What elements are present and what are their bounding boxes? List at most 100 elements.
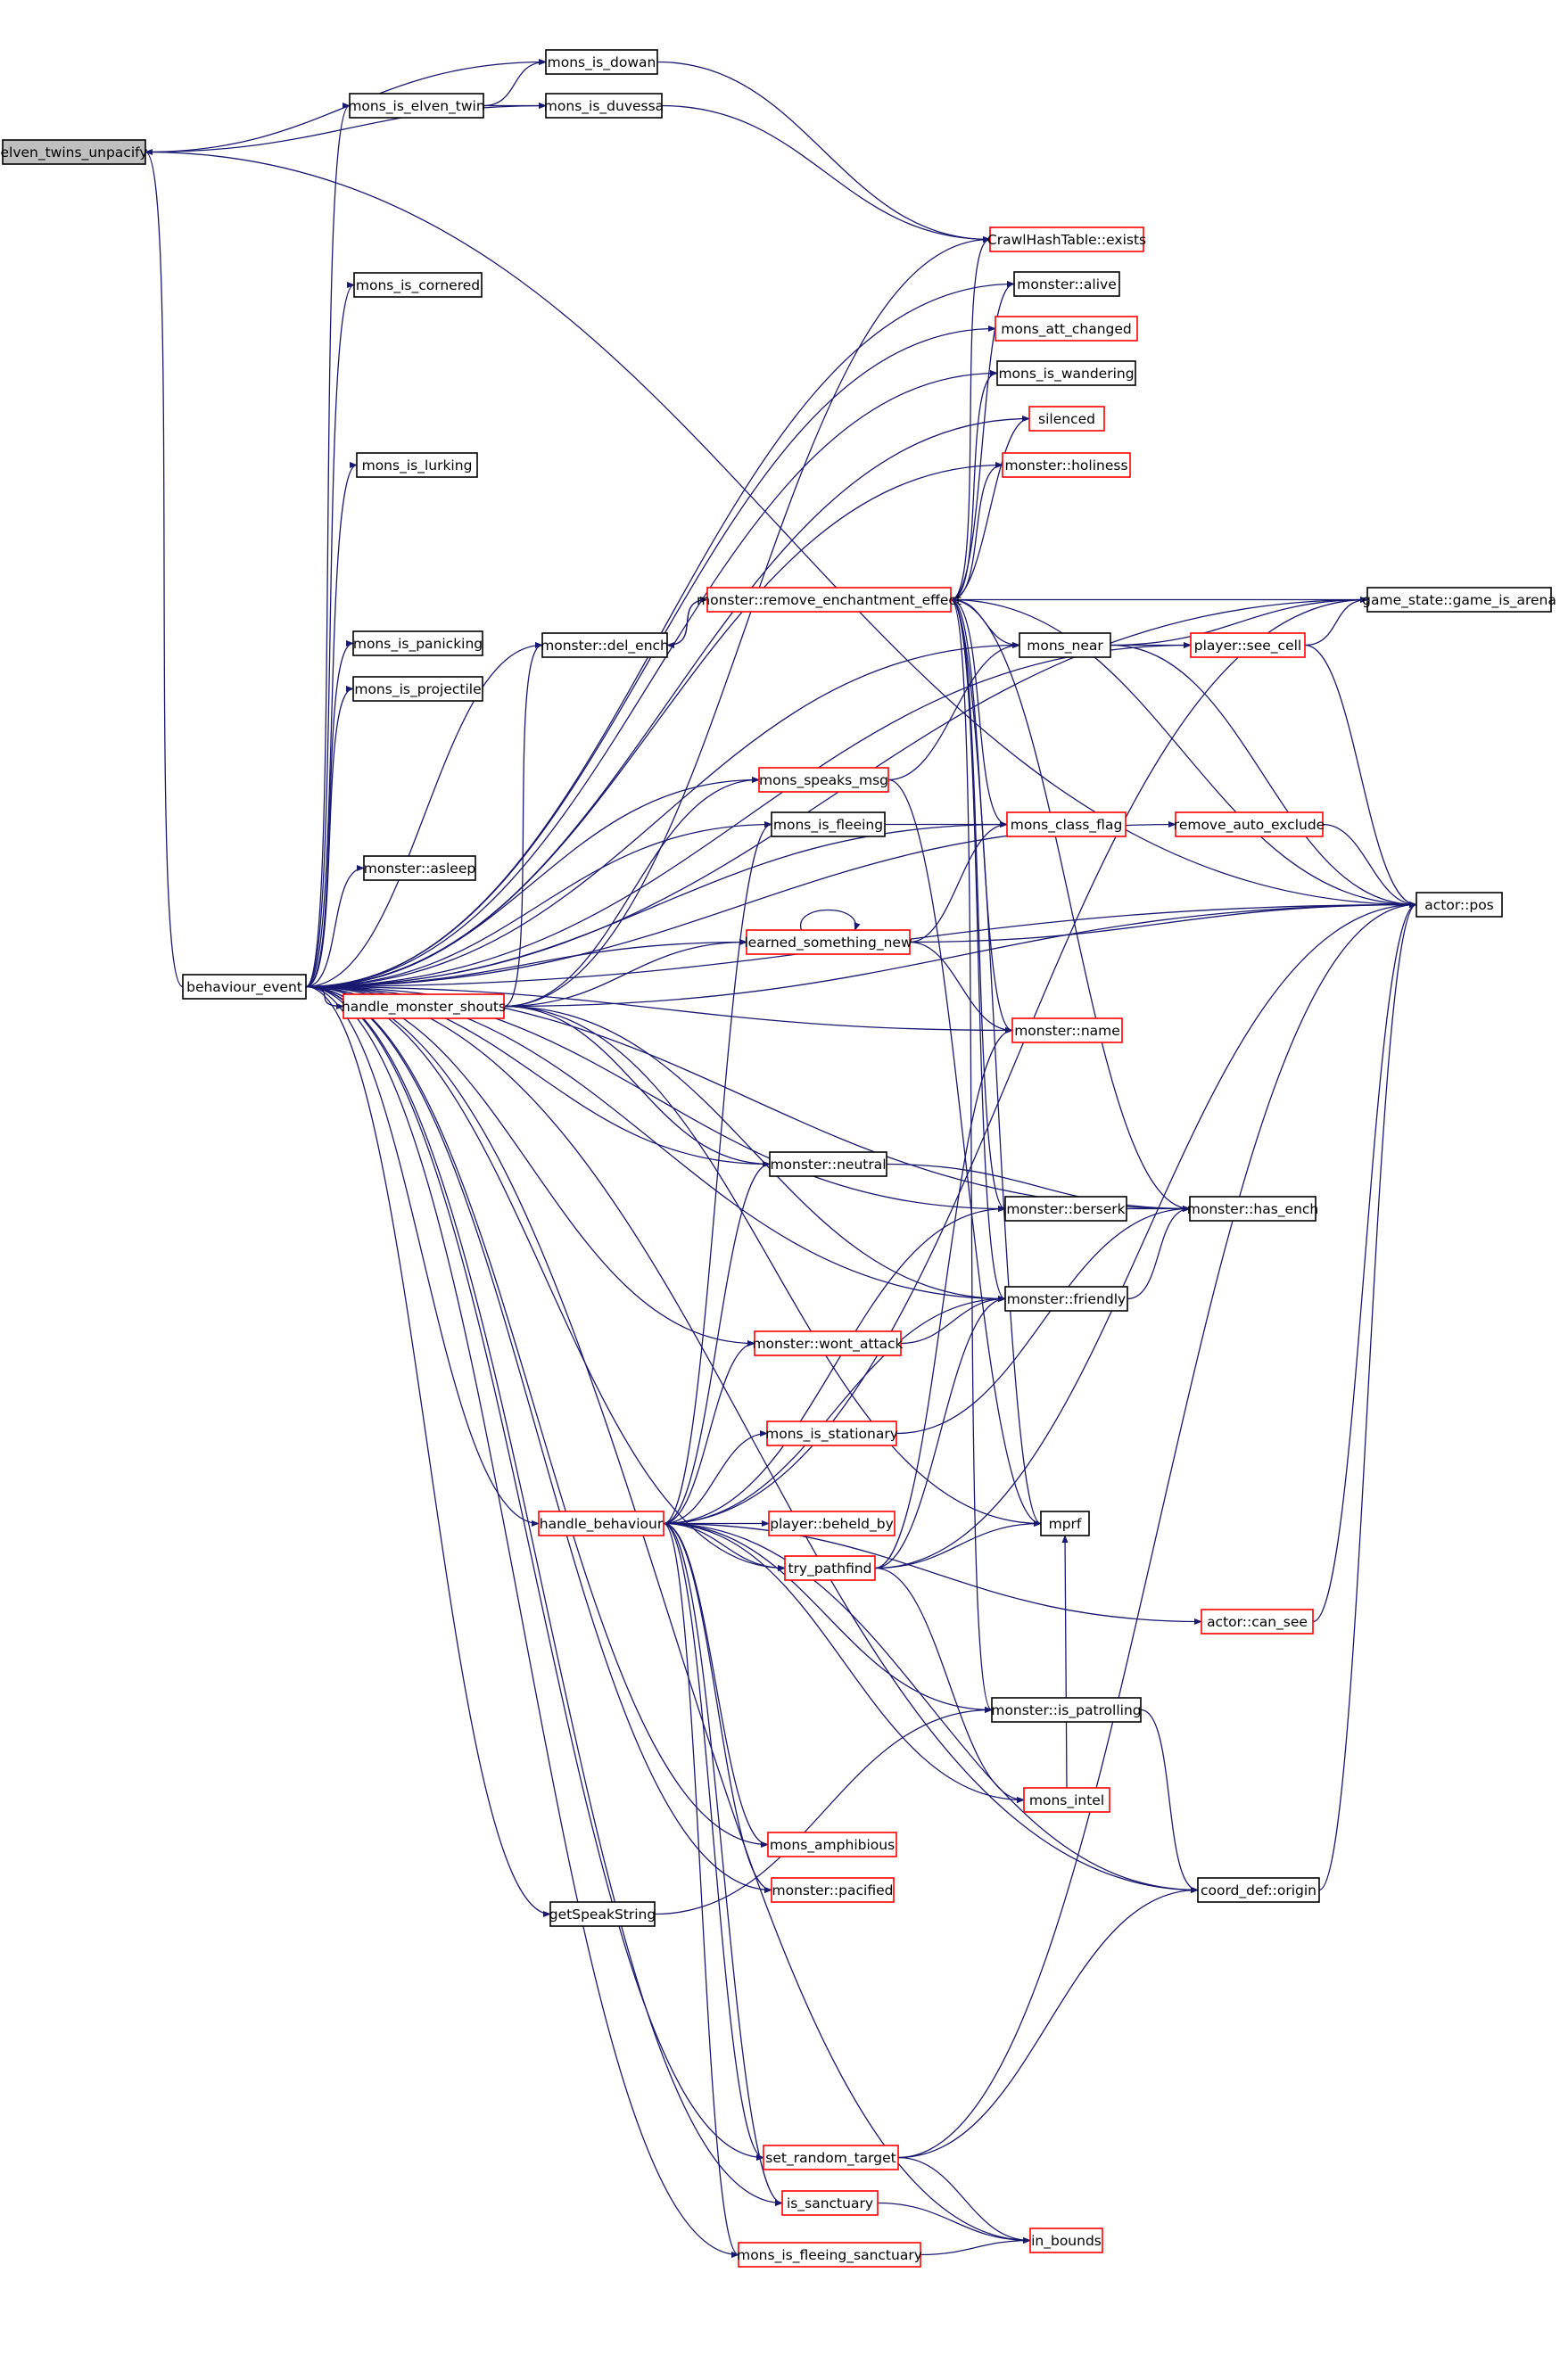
node-mprf[interactable]: mprf: [1040, 1511, 1090, 1536]
node-monster_remove_enchantment_effect[interactable]: monster::remove_enchantment_effect: [697, 587, 962, 613]
node-mons_is_fleeing[interactable]: mons_is_fleeing: [771, 811, 886, 837]
node-learned_something_new[interactable]: learned_something_new: [744, 929, 912, 955]
node-box[interactable]: [538, 1511, 664, 1536]
node-mons_is_stationary[interactable]: mons_is_stationary: [765, 1421, 898, 1446]
node-box[interactable]: [995, 316, 1138, 342]
node-monster_del_ench[interactable]: monster::del_ench: [541, 632, 669, 658]
node-mons_is_panicking[interactable]: mons_is_panicking: [352, 630, 483, 656]
node-try_pathfind[interactable]: try_pathfind: [784, 1555, 876, 1581]
node-mons_class_flag[interactable]: mons_class_flag: [1006, 811, 1127, 837]
node-box[interactable]: [1023, 1787, 1110, 1813]
node-box[interactable]: [545, 93, 663, 119]
node-box[interactable]: [1002, 452, 1131, 478]
node-box[interactable]: [352, 676, 483, 702]
node-box[interactable]: [1004, 1196, 1127, 1222]
node-set_random_target[interactable]: set_random_target: [763, 2145, 899, 2170]
node-mons_speaks_msg[interactable]: mons_speaks_msg: [758, 767, 889, 793]
node-box[interactable]: [2, 139, 146, 165]
node-box[interactable]: [1416, 892, 1503, 918]
node-box[interactable]: [1006, 811, 1127, 837]
node-mons_is_fleeing_sanctuary[interactable]: mons_is_fleeing_sanctuary: [737, 2242, 922, 2268]
node-box[interactable]: [754, 1330, 902, 1356]
node-handle_monster_shouts[interactable]: handle_monster_shouts: [342, 993, 506, 1019]
node-monster_alive[interactable]: monster::alive: [1013, 271, 1120, 297]
node-is_sanctuary[interactable]: is_sanctuary: [781, 2190, 879, 2216]
node-monster_neutral[interactable]: monster::neutral: [769, 1151, 887, 1177]
node-box[interactable]: [1004, 1286, 1128, 1312]
node-box[interactable]: [767, 1832, 897, 1857]
node-handle_behaviour[interactable]: handle_behaviour: [538, 1511, 664, 1536]
node-box[interactable]: [706, 587, 952, 613]
node-box[interactable]: [353, 272, 483, 298]
node-behaviour_event[interactable]: behaviour_event: [182, 974, 307, 1000]
node-box[interactable]: [766, 1421, 897, 1446]
node-box[interactable]: [545, 49, 658, 75]
node-monster_has_ench[interactable]: monster::has_ench: [1187, 1196, 1319, 1222]
node-mons_near[interactable]: mons_near: [1019, 632, 1111, 658]
node-mons_amphibious[interactable]: mons_amphibious: [767, 1832, 897, 1857]
node-mons_is_projectile[interactable]: mons_is_projectile: [352, 676, 483, 702]
node-player_see_cell[interactable]: player::see_cell: [1190, 632, 1306, 658]
node-box[interactable]: [349, 93, 484, 119]
node-box[interactable]: [1197, 1877, 1320, 1903]
node-box[interactable]: [1175, 811, 1324, 837]
node-box[interactable]: [771, 811, 886, 837]
node-box[interactable]: [549, 1901, 656, 1927]
node-box[interactable]: [781, 2190, 879, 2216]
node-box[interactable]: [771, 1877, 895, 1903]
node-monster_is_patrolling[interactable]: monster::is_patrolling: [991, 1697, 1142, 1723]
node-mons_intel[interactable]: mons_intel: [1023, 1787, 1110, 1813]
node-box[interactable]: [356, 452, 478, 478]
node-monster_asleep[interactable]: monster::asleep: [363, 855, 476, 881]
node-box[interactable]: [769, 1151, 887, 1177]
node-monster_friendly[interactable]: monster::friendly: [1004, 1286, 1128, 1312]
node-box[interactable]: [363, 855, 476, 881]
node-box[interactable]: [1019, 632, 1111, 658]
node-box[interactable]: [1011, 1017, 1123, 1043]
node-box[interactable]: [768, 1511, 896, 1536]
node-mons_is_elven_twin[interactable]: mons_is_elven_twin: [348, 93, 485, 119]
node-box[interactable]: [1028, 406, 1105, 432]
node-in_bounds[interactable]: in_bounds: [1029, 2228, 1103, 2253]
node-box[interactable]: [343, 993, 505, 1019]
node-box[interactable]: [1189, 1196, 1317, 1222]
node-box[interactable]: [1040, 1511, 1090, 1536]
node-box[interactable]: [1201, 1609, 1314, 1635]
node-actor_pos[interactable]: actor::pos: [1416, 892, 1503, 918]
node-box[interactable]: [1190, 632, 1306, 658]
node-box[interactable]: [991, 1697, 1142, 1723]
node-getspeakstring[interactable]: getSpeakString: [549, 1901, 656, 1927]
node-box[interactable]: [996, 360, 1136, 386]
node-monster_holiness[interactable]: monster::holiness: [1002, 452, 1131, 478]
node-coord_def_origin[interactable]: coord_def::origin: [1197, 1877, 1320, 1903]
node-monster_name[interactable]: monster::name: [1011, 1017, 1123, 1043]
node-game_state_game_is_arena[interactable]: game_state::game_is_arena: [1362, 587, 1556, 613]
node-box[interactable]: [541, 632, 668, 658]
node-silenced[interactable]: silenced: [1028, 406, 1105, 432]
node-box[interactable]: [352, 630, 483, 656]
node-mons_is_dowan[interactable]: mons_is_dowan: [545, 49, 658, 75]
node-player_beheld_by[interactable]: player::beheld_by: [768, 1511, 896, 1536]
node-crawlhashtable_exists[interactable]: CrawlHashTable::exists: [987, 226, 1146, 252]
node-mons_is_wandering[interactable]: mons_is_wandering: [996, 360, 1136, 386]
node-box[interactable]: [1013, 271, 1120, 297]
node-box[interactable]: [1366, 587, 1552, 613]
node-box[interactable]: [746, 929, 911, 955]
node-box[interactable]: [182, 974, 307, 1000]
node-monster_wont_attack[interactable]: monster::wont_attack: [752, 1330, 904, 1356]
node-remove_auto_exclude[interactable]: remove_auto_exclude: [1174, 811, 1325, 837]
node-monster_berserk[interactable]: monster::berserk: [1004, 1196, 1127, 1222]
node-elven_twins_unpacify[interactable]: elven_twins_unpacify: [0, 139, 148, 165]
node-actor_can_see[interactable]: actor::can_see: [1201, 1609, 1314, 1635]
node-box[interactable]: [989, 226, 1144, 252]
node-box[interactable]: [738, 2242, 921, 2268]
node-monster_pacified[interactable]: monster::pacified: [771, 1877, 895, 1903]
node-box[interactable]: [758, 767, 889, 793]
node-box[interactable]: [1029, 2228, 1103, 2253]
node-mons_is_cornered[interactable]: mons_is_cornered: [353, 272, 483, 298]
node-mons_is_duvessa[interactable]: mons_is_duvessa: [544, 93, 664, 119]
node-mons_att_changed[interactable]: mons_att_changed: [995, 316, 1138, 342]
node-box[interactable]: [763, 2145, 899, 2170]
node-box[interactable]: [784, 1555, 876, 1581]
node-mons_is_lurking[interactable]: mons_is_lurking: [356, 452, 478, 478]
